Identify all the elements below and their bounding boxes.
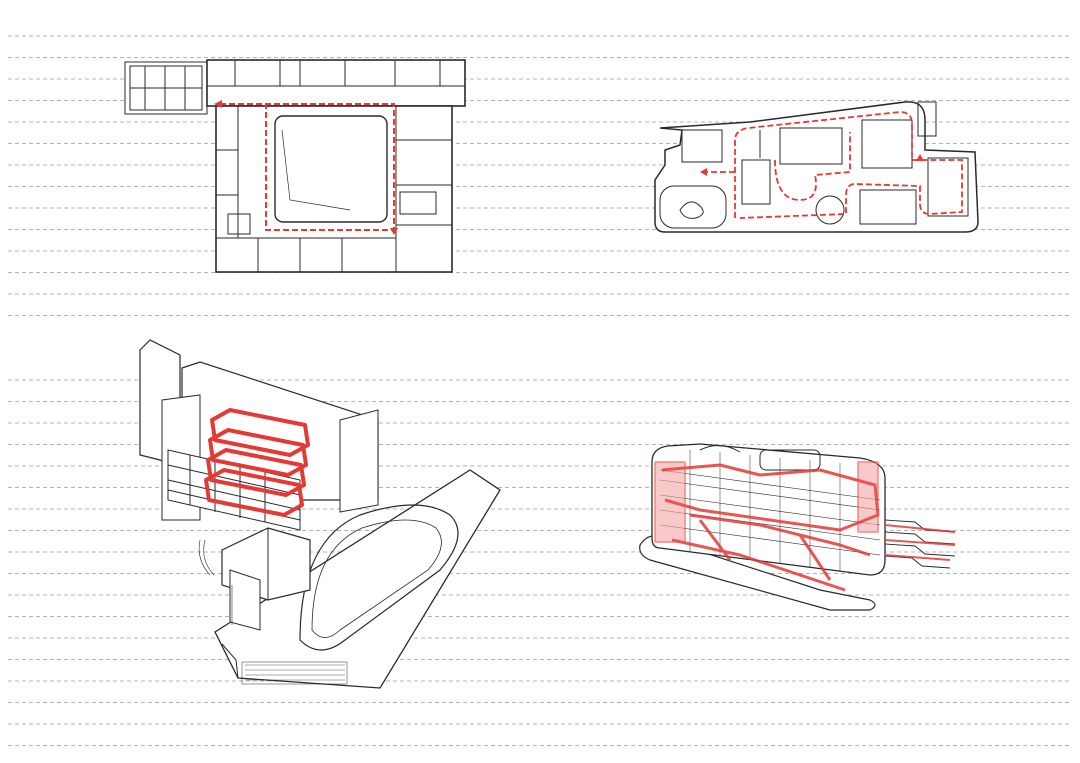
circulation-path-plan-left (214, 100, 398, 235)
floor-plan-left (124, 59, 466, 273)
circulation-loops-axo-left (204, 408, 310, 517)
circulation-path-plan-right (700, 111, 963, 219)
axonometric-left (139, 339, 501, 689)
circulation-axo-right (654, 461, 956, 592)
